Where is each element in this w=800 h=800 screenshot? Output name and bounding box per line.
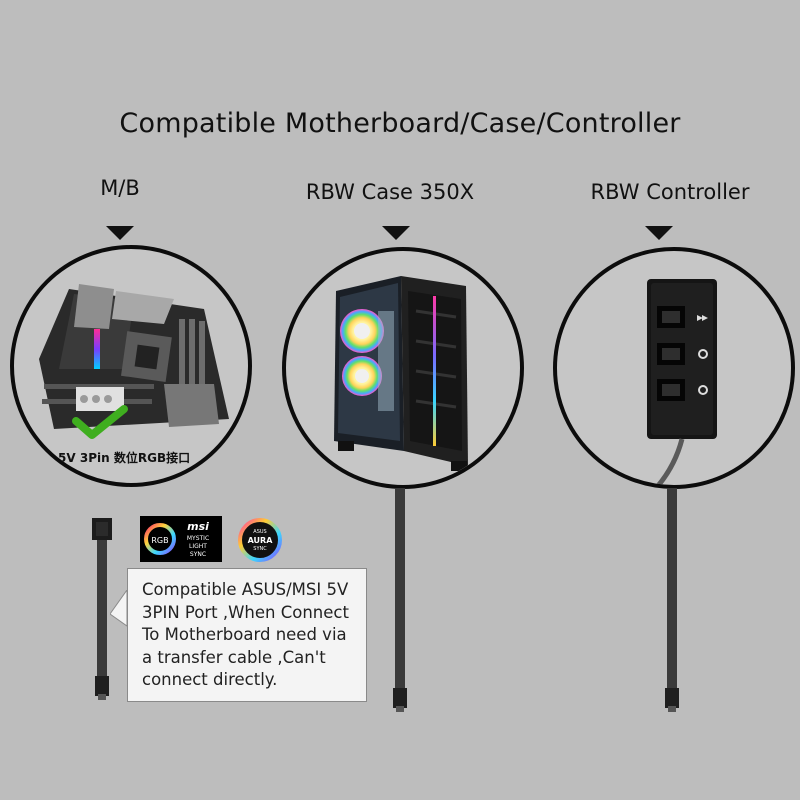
compatibility-note: Compatible ASUS/MSI 5V 3PIN Port ,When C… (127, 568, 367, 702)
svg-text:MYSTIC: MYSTIC (187, 535, 209, 542)
power-icon (698, 349, 708, 359)
note-line: Compatible ASUS/MSI 5V (142, 580, 349, 599)
motherboard-ring: +5V 3Pin 数位RGB接口 (10, 245, 252, 487)
svg-text:ASUS: ASUS (253, 529, 266, 535)
svg-text:SYNC: SYNC (190, 551, 206, 558)
svg-text:AURA: AURA (248, 536, 274, 545)
controller-ring (553, 247, 795, 489)
rgb-label: RGB (151, 536, 168, 545)
page-title: Compatible Motherboard/Case/Controller (119, 108, 681, 139)
case-ring (282, 247, 524, 489)
note-line: To Motherboard need via (142, 625, 347, 644)
svg-text:msi: msi (187, 520, 209, 533)
column-label-mb: M/B (100, 176, 140, 200)
case-cable (393, 488, 407, 712)
down-arrow-icon (106, 226, 134, 240)
svg-text:LIGHT: LIGHT (189, 543, 207, 550)
note-line: a transfer cable ,Can't (142, 647, 326, 667)
check-icon (72, 405, 128, 439)
svg-text:SYNC: SYNC (253, 546, 267, 552)
play-icon (697, 315, 703, 321)
motherboard-caption: +5V 3Pin 数位RGB接口 (48, 451, 191, 465)
rgb-controller-image (647, 279, 717, 485)
asus-aura-sync-logo: ASUS AURA SYNC (238, 518, 282, 562)
msi-mystic-light-logo: RGB msi MYSTIC LIGHT SYNC (140, 516, 222, 562)
motherboard-cable (92, 518, 112, 700)
mode-icon (698, 385, 708, 395)
down-arrow-icon (645, 226, 673, 240)
motherboard-image (39, 284, 229, 439)
note-line: connect directly. (142, 670, 278, 689)
pc-case-image (334, 276, 468, 471)
column-label-case: RBW Case 350X (305, 180, 475, 204)
note-line: 3PIN Port ,When Connect (142, 602, 349, 622)
controller-cable (665, 488, 679, 712)
down-arrow-icon (382, 226, 410, 240)
column-label-controller: RBW Controller (590, 180, 750, 204)
